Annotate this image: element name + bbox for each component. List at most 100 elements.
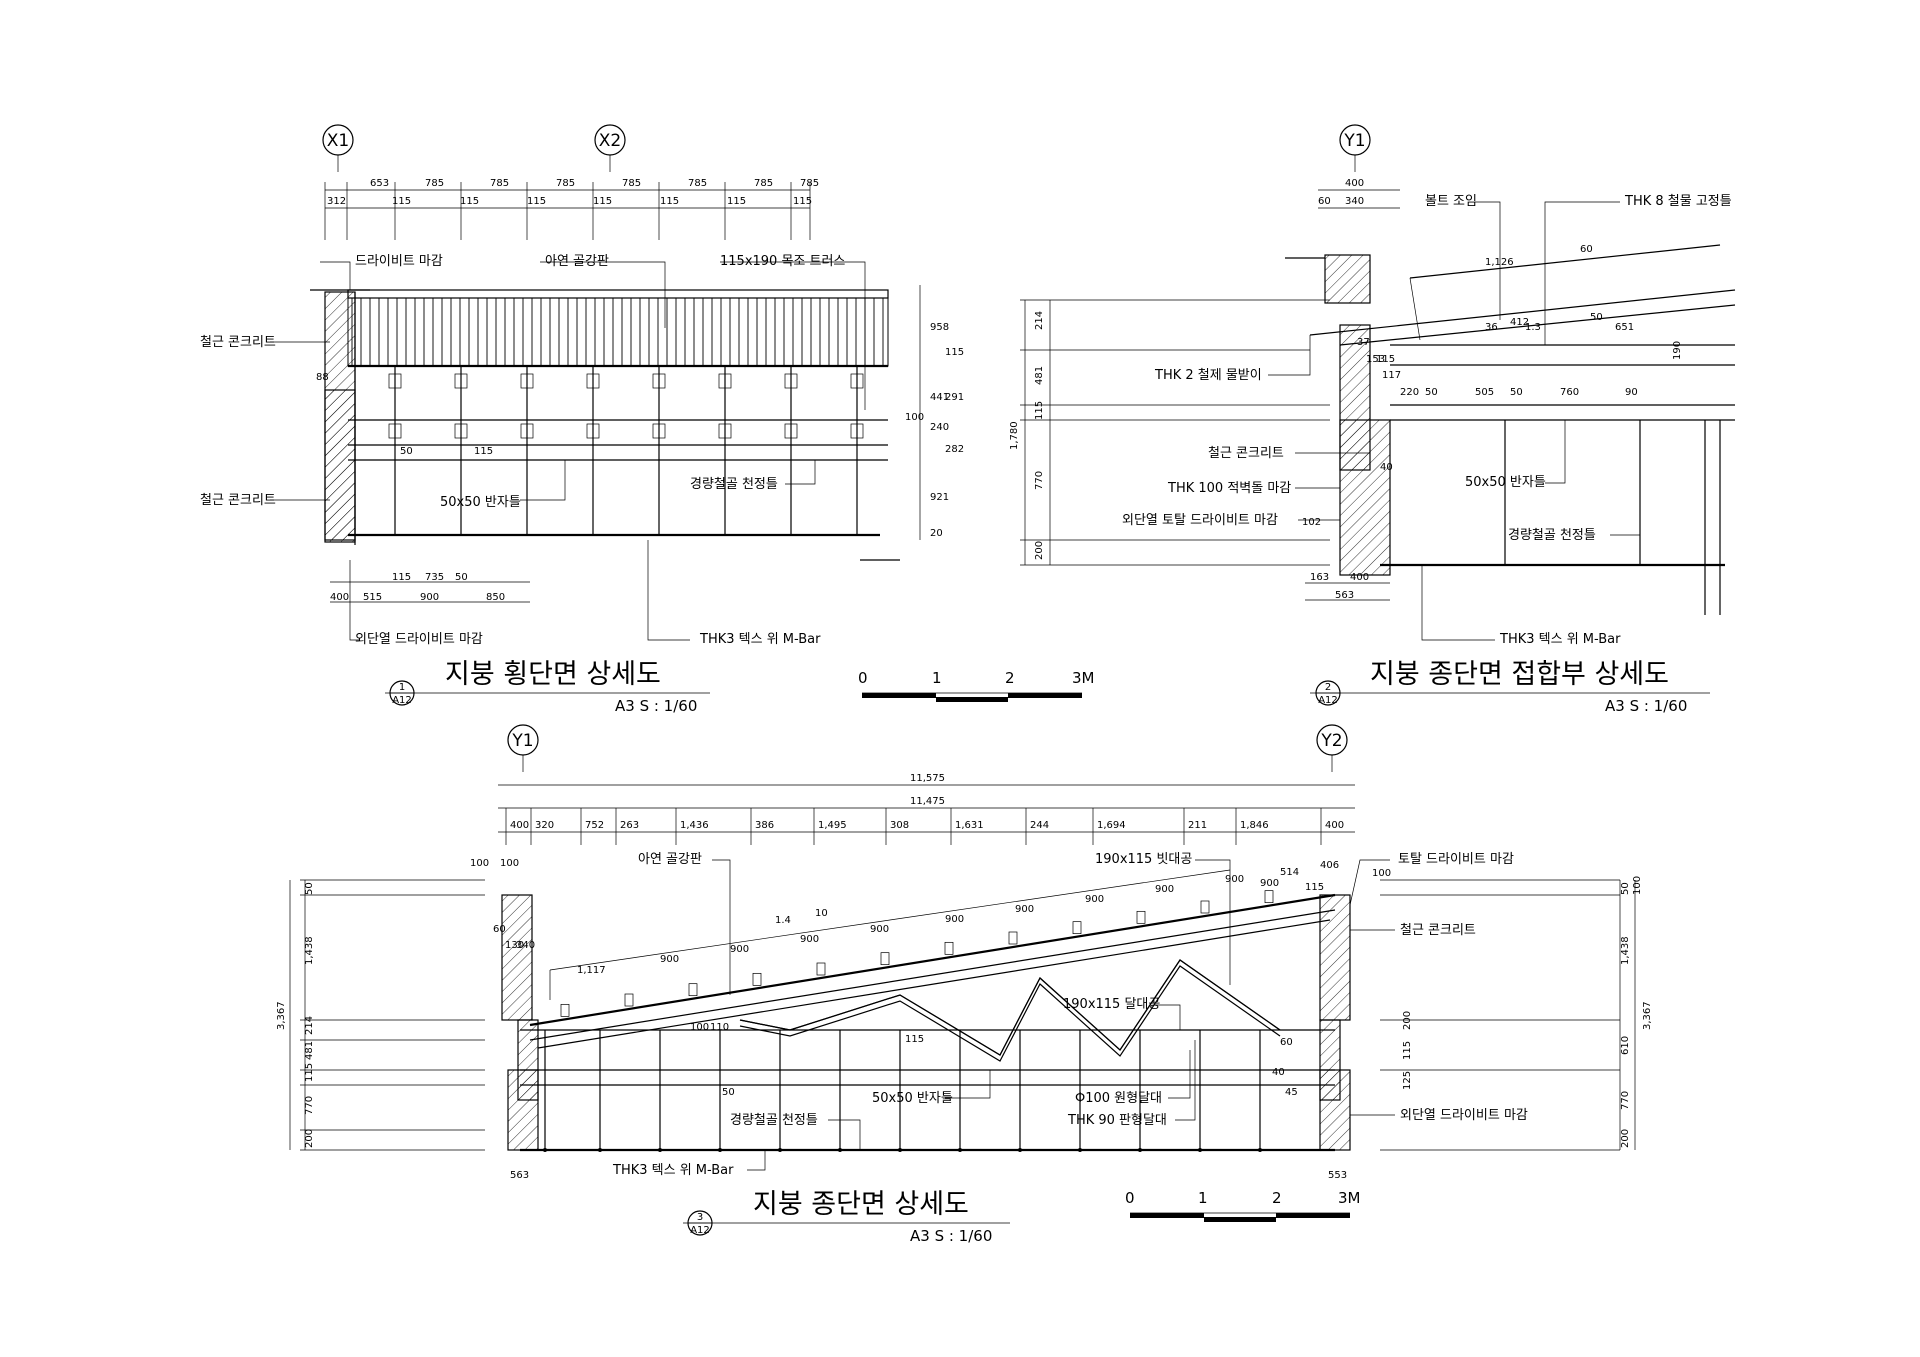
scale-tick-label: 3M xyxy=(1338,1189,1361,1207)
label-tex: THK3 텍스 위 M-Bar xyxy=(612,1163,734,1178)
grid-marker-y1: Y1 xyxy=(1339,124,1371,172)
dim: 100 xyxy=(1632,876,1643,895)
drawing-title: 지붕 종단면 접합부 상세도 xyxy=(1370,659,1669,690)
rafter-clip xyxy=(1136,910,1146,924)
label-rc: 철근 콘크리트 xyxy=(1400,923,1476,938)
label-joist: 50x50 반자틀 xyxy=(872,1091,953,1106)
grid-marker-x1: X1 xyxy=(322,124,354,172)
dim: 340 xyxy=(516,940,535,951)
rc-wall xyxy=(1319,894,1351,1021)
dim: 1,631 xyxy=(955,820,984,831)
dim: 610 xyxy=(1620,1036,1631,1055)
dim: 386 xyxy=(755,820,774,831)
dim: 282 xyxy=(945,444,964,455)
dim: 50 xyxy=(1620,882,1631,895)
rafter-clip xyxy=(1072,921,1082,935)
dim: 752 xyxy=(585,820,604,831)
rc-wall xyxy=(1339,419,1391,576)
dim: 200 xyxy=(1402,1011,1413,1030)
dim: 115 xyxy=(527,196,546,207)
scale-bar-1: 0 1 2 3M xyxy=(858,669,1095,702)
label-zinc-sheet: 아연 골강판 xyxy=(638,852,702,867)
dim: 400 xyxy=(1325,820,1344,831)
dim: 900 xyxy=(945,914,964,925)
hanger-node xyxy=(958,1148,962,1152)
dim: 900 xyxy=(870,924,889,935)
scale-tick-label: 2 xyxy=(1272,1189,1282,1207)
dim: 200 xyxy=(1034,541,1045,560)
dim: 115 xyxy=(1376,354,1395,365)
dim: 36 xyxy=(1485,322,1498,333)
ref-sheet: A12 xyxy=(690,1225,710,1236)
label-tile-drivit: 토탈 드라이비트 마감 xyxy=(1398,852,1514,867)
hanger-node xyxy=(658,1148,662,1152)
rafter-clip xyxy=(944,941,954,955)
dim: 240 xyxy=(930,422,949,433)
drawing-1-cross-section: X1 X2 653 785 785 785 785 785 785 785 31… xyxy=(200,124,964,715)
dim: 115 xyxy=(1305,882,1324,893)
label-bolt: 볼트 조임 xyxy=(1425,194,1477,209)
label-wood-truss: 115x190 목조 트러스 xyxy=(720,254,845,269)
grid-label: X2 xyxy=(599,131,621,151)
dim: 45 xyxy=(1285,1087,1298,1098)
dim: 211 xyxy=(1188,820,1207,831)
dim: 125 xyxy=(1402,1071,1413,1090)
dim: 3,367 xyxy=(1642,1001,1653,1030)
rafter-clip xyxy=(752,972,762,986)
dim: 900 xyxy=(730,944,749,955)
hanger-node xyxy=(1258,1148,1262,1152)
dim: 115 xyxy=(905,1034,924,1045)
scale-bar-2: 0 1 2 3M xyxy=(1125,1189,1361,1222)
label-gutter: THK 2 철제 물받이 xyxy=(1154,368,1262,383)
label-round-hanger: Φ100 원형달대 xyxy=(1075,1091,1162,1106)
dim: 102 xyxy=(1302,517,1321,528)
dim: 50 xyxy=(455,572,468,583)
scale-tick-label: 0 xyxy=(858,669,868,687)
hanger-node xyxy=(838,1148,842,1152)
scale-tick-label: 1 xyxy=(932,669,942,687)
dim: 921 xyxy=(930,492,949,503)
dim: 441 xyxy=(930,392,949,403)
dim: 37 xyxy=(1357,337,1370,348)
dim: 653 xyxy=(370,178,389,189)
dim: 200 xyxy=(1620,1129,1631,1148)
dim: 60 xyxy=(493,924,506,935)
hanger-node xyxy=(598,1148,602,1152)
dim: 20 xyxy=(930,528,943,539)
dim: 214 xyxy=(1034,311,1045,330)
post-cap xyxy=(718,423,732,439)
dim: 115 xyxy=(1034,401,1045,420)
hanger-node xyxy=(543,1148,547,1152)
post-cap xyxy=(520,423,534,439)
dim: 11,475 xyxy=(910,796,945,807)
dim: 1,694 xyxy=(1097,820,1126,831)
dim: 320 xyxy=(535,820,554,831)
post-cap xyxy=(586,423,600,439)
dim: 40 xyxy=(1380,462,1393,473)
dim: 651 xyxy=(1615,322,1634,333)
dim: 115 xyxy=(392,572,411,583)
dim: 40 xyxy=(1272,1067,1285,1078)
dim: 60 xyxy=(1318,196,1331,207)
rafter-clip xyxy=(624,993,634,1007)
dim: 115 xyxy=(793,196,812,207)
dim: 163 xyxy=(1310,572,1329,583)
dim: 400 xyxy=(1350,572,1369,583)
dim: 130 xyxy=(505,940,524,951)
post-cap xyxy=(388,423,402,439)
dim: 1.3 xyxy=(1525,322,1541,333)
dim: 115 xyxy=(593,196,612,207)
dim: 785 xyxy=(622,178,641,189)
dim: 60 xyxy=(1580,244,1593,255)
dim: 115 xyxy=(727,196,746,207)
rafter-clip xyxy=(560,1003,570,1017)
dim: 785 xyxy=(425,178,444,189)
dim: 900 xyxy=(660,954,679,965)
drawing-scale: A3 S : 1/60 xyxy=(1605,697,1687,715)
dim: 785 xyxy=(800,178,819,189)
dim: 785 xyxy=(556,178,575,189)
drawing-scale: A3 S : 1/60 xyxy=(615,697,697,715)
ref-number: 1 xyxy=(399,682,405,693)
dim: 312 xyxy=(327,196,346,207)
